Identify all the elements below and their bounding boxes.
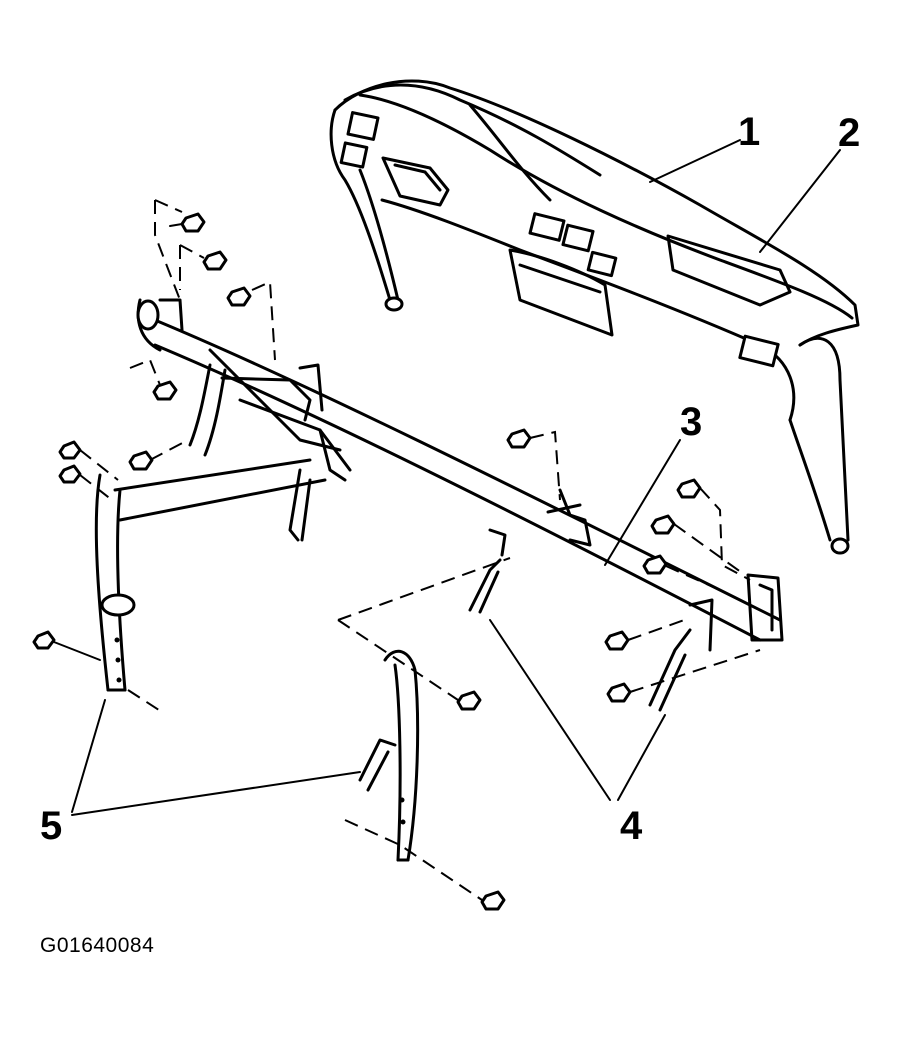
bolt <box>642 554 668 575</box>
bolt <box>58 464 82 484</box>
bolt <box>480 890 506 911</box>
callout-1: 1 <box>738 110 761 154</box>
bolt <box>152 380 178 401</box>
callout-4: 4 <box>620 804 643 848</box>
leader-lines <box>71 139 841 816</box>
bolt <box>456 690 482 711</box>
bolt <box>58 440 82 460</box>
callout-5: 5 <box>40 804 63 848</box>
bolt <box>676 478 702 499</box>
bolt <box>128 450 154 471</box>
bolt <box>169 212 206 233</box>
bolt <box>506 428 532 449</box>
cross-car-beam <box>113 298 784 652</box>
bolt <box>226 286 252 307</box>
bolt <box>202 250 228 271</box>
instrument-panel <box>329 79 860 555</box>
bolt <box>32 630 101 661</box>
knee-brackets <box>94 473 420 862</box>
fasteners <box>32 212 702 911</box>
callout-2: 2 <box>838 111 861 155</box>
callout-3: 3 <box>680 400 703 444</box>
figure-id: G01640084 <box>40 934 155 957</box>
bolt <box>604 630 630 651</box>
braces <box>468 558 692 712</box>
alignment-lines <box>79 199 761 901</box>
bolt <box>650 514 676 535</box>
bolt <box>606 682 632 703</box>
